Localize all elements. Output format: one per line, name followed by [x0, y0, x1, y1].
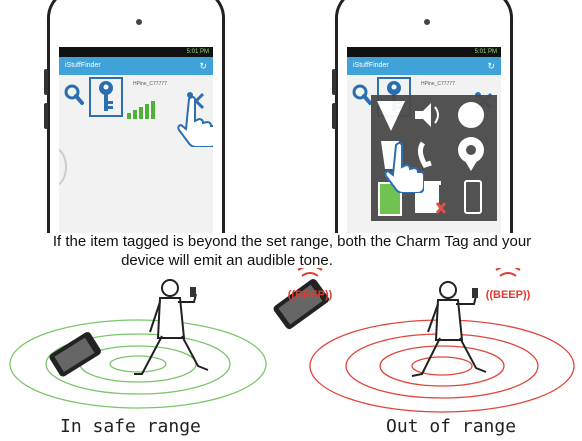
caption-line-1: If the item tagged is beyond the set ran…	[52, 233, 532, 250]
status-bar: 5:01 PM	[347, 47, 501, 57]
walking-person-icon	[134, 279, 209, 375]
out-range-label: Out of range	[386, 416, 517, 437]
phone-safe: 5:01 PM iStuffFinder ↻ HPine_C77777	[44, 0, 225, 233]
flashlight-icon	[377, 101, 405, 131]
refresh-icon[interactable]: ↻	[487, 61, 495, 71]
search-icon[interactable]	[351, 83, 373, 107]
range-illustration: ((BEEP)) ((BEEP))	[9, 268, 575, 413]
beep-label-1: ((BEEP))	[288, 289, 333, 301]
caption: If the item tagged is beyond the set ran…	[0, 232, 582, 270]
pointing-hand-icon	[384, 142, 424, 193]
battery-icon	[378, 182, 402, 216]
app-title: iStuffFinder	[353, 62, 389, 69]
phone-call-icon	[417, 141, 432, 169]
caption-line-2: device will emit an audible tone.	[121, 252, 333, 269]
charm-tag-icon	[472, 288, 478, 298]
side-button	[332, 69, 336, 95]
device-name: HPine_C77777	[133, 81, 167, 87]
phone-on-ground-icon	[49, 332, 101, 377]
globe-icon	[457, 101, 485, 129]
side-button	[332, 103, 336, 129]
camera-dot	[424, 19, 430, 25]
safe-range-label: In safe range	[60, 416, 201, 437]
app-bar: iStuffFinder ↻	[347, 57, 501, 75]
beeping-phone-icon	[273, 279, 329, 330]
search-icon[interactable]	[63, 83, 85, 107]
action-menu[interactable]	[371, 95, 497, 221]
signal-bars-icon	[127, 101, 155, 119]
app-bar: iStuffFinder ↻	[59, 57, 213, 75]
status-time: 5:01 PM	[186, 49, 209, 55]
refresh-icon[interactable]: ↻	[199, 61, 207, 71]
key-icon[interactable]	[89, 77, 123, 117]
device-icon	[464, 180, 482, 214]
device-name: HPine_C77777	[421, 81, 455, 87]
speaker-icon	[415, 103, 431, 127]
app-title: iStuffFinder	[65, 62, 101, 69]
side-button	[44, 69, 48, 95]
walking-person-icon	[411, 281, 487, 377]
side-button	[44, 103, 48, 129]
status-bar: 5:01 PM	[59, 47, 213, 57]
camera-dot	[136, 19, 142, 25]
charm-tag-icon	[190, 287, 196, 297]
safe-range-rings	[9, 319, 267, 409]
beep-label-2: ((BEEP))	[486, 289, 531, 301]
beep-waves-icon	[495, 268, 521, 277]
phone-menu: 5:01 PM iStuffFinder ↻ HPine_C77777	[332, 0, 513, 233]
scroll-handle	[59, 147, 67, 187]
phone-screen: 5:01 PM iStuffFinder ↻ HPine_C77777	[59, 47, 213, 233]
beep-waves-icon	[297, 268, 323, 277]
status-time: 5:01 PM	[474, 49, 497, 55]
pointing-hand-icon	[177, 96, 213, 147]
